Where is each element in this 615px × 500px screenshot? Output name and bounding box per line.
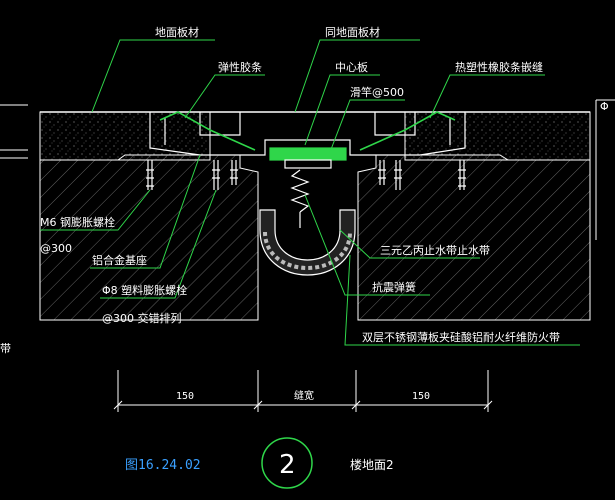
label-elastic-strip: 弹性胶条 bbox=[218, 60, 262, 74]
leader-lines bbox=[40, 39, 580, 346]
right-anchor-bolts bbox=[378, 160, 466, 190]
label-left-edge-mark: 带 bbox=[0, 342, 11, 355]
label-m6-spacing: @300 bbox=[40, 242, 72, 255]
detail-circle bbox=[261, 437, 313, 489]
label-right-edge-mark: Φ bbox=[600, 100, 609, 113]
detail-number: 2 bbox=[279, 450, 296, 480]
label-phi8-bolt: Φ8 塑料膨胀螺栓 bbox=[102, 283, 187, 297]
label-center-plate: 中心板 bbox=[335, 60, 368, 74]
dim-right: 150 bbox=[412, 391, 430, 402]
figure-number: 图16.24.02 bbox=[125, 458, 201, 473]
label-same-floor-board: 同地面板材 bbox=[325, 25, 380, 39]
label-anti-seismic-spring: 抗震弹簧 bbox=[372, 280, 416, 294]
u-shaped-fire-strip bbox=[259, 209, 356, 276]
green-seal-strips bbox=[159, 111, 456, 151]
dimension-line bbox=[113, 370, 493, 412]
dim-gap: 缝宽 bbox=[294, 389, 314, 402]
label-epdm-waterstop: 三元乙丙止水带止水带 bbox=[380, 244, 490, 257]
label-aluminum-base: 铝合金基座 bbox=[92, 253, 147, 267]
left-break-lines bbox=[0, 104, 28, 159]
right-break-lines bbox=[595, 99, 615, 240]
label-phi8-spacing: @300 交错排列 bbox=[102, 311, 182, 325]
label-fire-strip: 双层不锈钢薄板夹硅酸铝耐火纤维防火带 bbox=[362, 330, 560, 344]
label-thermoplastic-rubber: 热塑性橡胶条嵌缝 bbox=[455, 60, 543, 74]
label-floor-board: 地面板材 bbox=[155, 25, 199, 39]
label-m6-bolt: M6 钢膨胀螺栓 bbox=[40, 215, 115, 229]
left-anchor-bolts bbox=[146, 160, 238, 190]
dim-left: 150 bbox=[176, 391, 194, 402]
anti-seismic-spring-drawing bbox=[290, 169, 310, 228]
figure-title: 楼地面2 bbox=[350, 457, 394, 472]
label-slide-washer: 滑竿@500 bbox=[350, 85, 404, 99]
